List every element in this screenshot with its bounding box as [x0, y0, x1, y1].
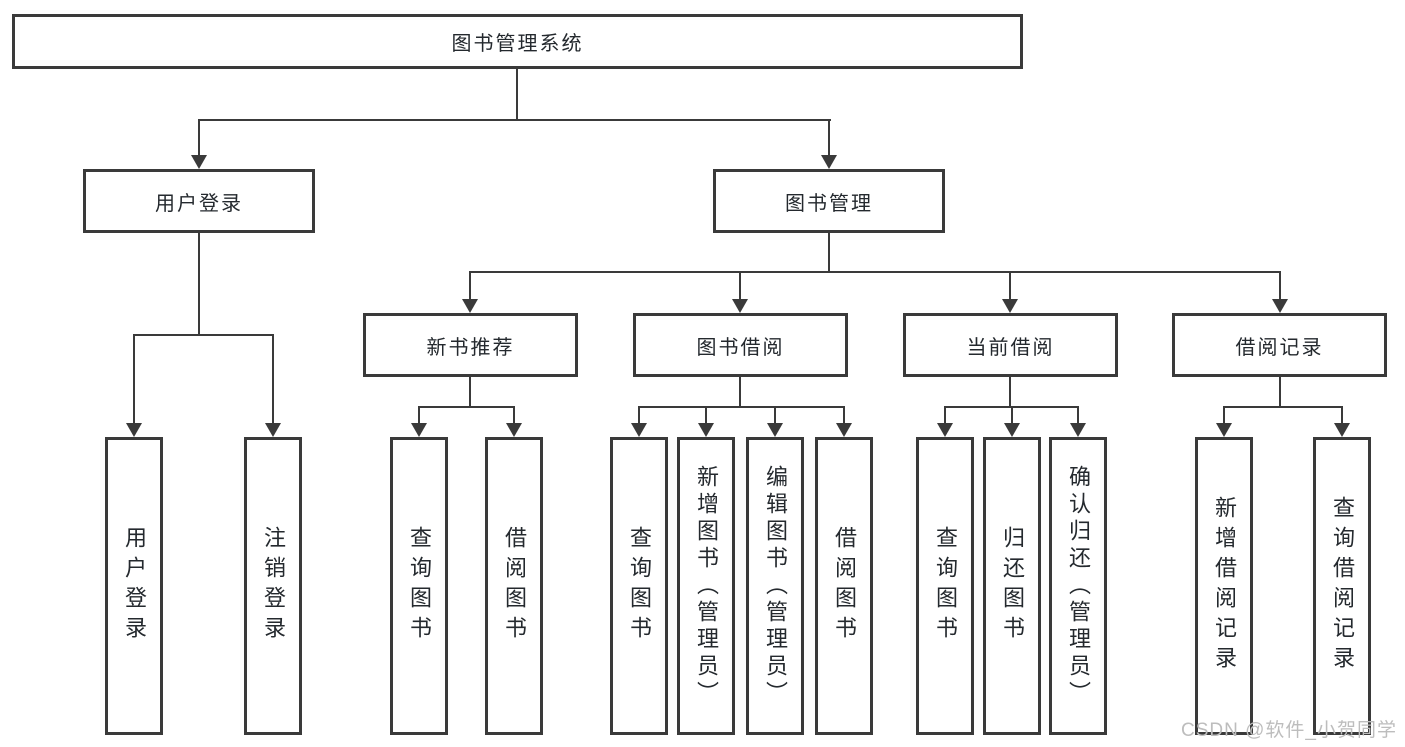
arrow-down-icon [937, 423, 953, 437]
leaf-bb-add-books-admin: 新增图书（管理员） [677, 437, 735, 735]
node-label: 用户登录 [122, 526, 147, 646]
connector-line [1009, 271, 1011, 299]
leaf-bb-query-books: 查询图书 [610, 437, 668, 735]
connector-line [1077, 406, 1079, 424]
node-label: 图书管理 [785, 192, 873, 215]
connector-line [705, 406, 707, 424]
connector-line [469, 271, 1281, 273]
connector-line [272, 334, 274, 424]
connector-line [944, 406, 946, 424]
node-label: 图书管理系统 [451, 33, 584, 55]
connector-line [133, 334, 274, 336]
node-label: 查询图书 [407, 526, 432, 646]
node-new-book-recommend: 新书推荐 [363, 313, 578, 377]
connector-line [828, 119, 830, 157]
arrow-down-icon [836, 423, 852, 437]
connector-line [469, 377, 471, 408]
connector-line [1279, 377, 1281, 408]
leaf-br-add-record: 新增借阅记录 [1195, 437, 1253, 735]
arrow-down-icon [411, 423, 427, 437]
node-current-borrow: 当前借阅 [903, 313, 1118, 377]
connector-line [513, 406, 515, 424]
node-label: 查询借阅记录 [1330, 496, 1355, 676]
node-label: 新增图书（管理员） [694, 464, 719, 708]
arrow-down-icon [1004, 423, 1020, 437]
connector-line [1011, 406, 1013, 424]
node-label: 借阅记录 [1235, 336, 1324, 359]
leaf-cb-query-books: 查询图书 [916, 437, 974, 735]
leaf-bb-edit-books-admin: 编辑图书（管理员） [746, 437, 804, 735]
leaf-logout: 注销登录 [244, 437, 302, 735]
watermark: CSDN @软件_小贺同学 [1181, 720, 1397, 741]
connector-line [739, 271, 741, 299]
connector-line [638, 406, 845, 408]
connector-line [1009, 377, 1011, 408]
leaf-cb-confirm-return-admin: 确认归还（管理员） [1049, 437, 1107, 735]
arrow-down-icon [1272, 299, 1288, 313]
connector-line [843, 406, 845, 424]
node-borrow-records: 借阅记录 [1172, 313, 1387, 377]
connector-line [198, 119, 831, 121]
connector-line [198, 119, 200, 157]
arrow-down-icon [265, 423, 281, 437]
arrow-down-icon [631, 423, 647, 437]
connector-line [1223, 406, 1225, 424]
connector-line [1341, 406, 1343, 424]
arrow-down-icon [1002, 299, 1018, 313]
connector-line [516, 69, 518, 121]
node-root-library-system: 图书管理系统 [12, 14, 1023, 69]
node-label: 归还图书 [1000, 526, 1025, 646]
node-label: 查询图书 [627, 526, 652, 646]
connector-line [828, 233, 830, 273]
connector-line [638, 406, 640, 424]
arrow-down-icon [506, 423, 522, 437]
leaf-nbr-borrow-books: 借阅图书 [485, 437, 543, 735]
leaf-br-query-record: 查询借阅记录 [1313, 437, 1371, 735]
leaf-user-login: 用户登录 [105, 437, 163, 735]
connector-line [1223, 406, 1343, 408]
node-label: 借阅图书 [502, 526, 527, 646]
node-user-login: 用户登录 [83, 169, 315, 233]
node-label: 用户登录 [155, 192, 243, 215]
connector-line [418, 406, 420, 424]
arrow-down-icon [126, 423, 142, 437]
arrow-down-icon [1070, 423, 1086, 437]
connector-line [739, 377, 741, 408]
connector-line [774, 406, 776, 424]
node-label: 新增借阅记录 [1212, 496, 1237, 676]
node-label: 确认归还（管理员） [1066, 464, 1091, 708]
arrow-down-icon [767, 423, 783, 437]
node-label: 图书借阅 [696, 336, 785, 359]
node-book-borrow: 图书借阅 [633, 313, 848, 377]
leaf-cb-return-books: 归还图书 [983, 437, 1041, 735]
node-label: 编辑图书（管理员） [763, 464, 788, 708]
node-label: 新书推荐 [426, 336, 515, 359]
connector-line [469, 271, 471, 299]
arrow-down-icon [1334, 423, 1350, 437]
connector-line [1279, 271, 1281, 299]
node-label: 当前借阅 [966, 336, 1055, 359]
leaf-bb-borrow-books: 借阅图书 [815, 437, 873, 735]
connector-line [418, 406, 515, 408]
arrow-down-icon [191, 155, 207, 169]
leaf-nbr-query-books: 查询图书 [390, 437, 448, 735]
connector-line [198, 233, 200, 336]
node-label: 注销登录 [261, 526, 286, 646]
arrow-down-icon [821, 155, 837, 169]
arrow-down-icon [462, 299, 478, 313]
arrow-down-icon [1216, 423, 1232, 437]
node-label: 借阅图书 [832, 526, 857, 646]
arrow-down-icon [732, 299, 748, 313]
node-label: 查询图书 [933, 526, 958, 646]
node-book-management: 图书管理 [713, 169, 945, 233]
arrow-down-icon [698, 423, 714, 437]
connector-line [133, 334, 135, 424]
